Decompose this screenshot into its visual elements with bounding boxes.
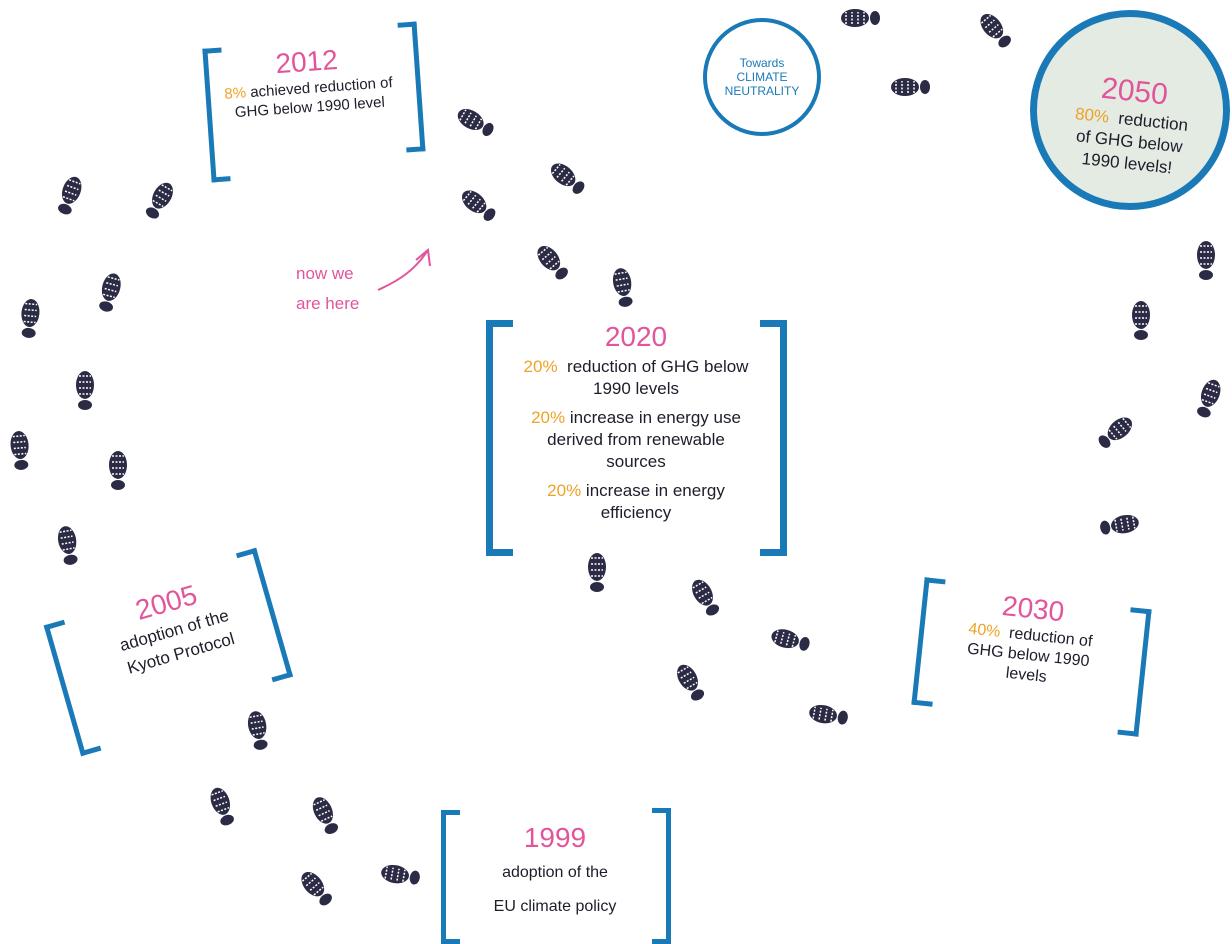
text-1999-line2: EU climate policy bbox=[493, 898, 617, 915]
neutrality-line3: NEUTRALITY bbox=[724, 84, 800, 98]
text-2020-1-line2: 1990 levels bbox=[592, 379, 679, 398]
footprint-icon bbox=[980, 13, 1011, 48]
text-2020-1-line1: reduction of GHG below bbox=[567, 357, 749, 376]
footprint-icon bbox=[809, 704, 848, 725]
footprint-icon bbox=[381, 864, 420, 885]
milestone-2020: 2020 20% reduction of GHG below 1990 lev… bbox=[486, 318, 786, 524]
footprint-icon bbox=[76, 371, 94, 410]
footprint-icon bbox=[461, 190, 496, 221]
footprint-icon bbox=[841, 9, 880, 27]
footprint-icon bbox=[537, 245, 568, 280]
footprint-icon bbox=[1132, 301, 1150, 340]
percent-2050: 80% bbox=[1074, 104, 1111, 127]
text-1999-line1: adoption of the bbox=[502, 864, 608, 881]
footprint-icon bbox=[1197, 241, 1215, 280]
footprint-icon bbox=[1100, 514, 1139, 535]
footprint-icon bbox=[612, 268, 633, 307]
now-we-are-here-label: now we are here bbox=[296, 259, 359, 319]
now-line2: are here bbox=[296, 294, 360, 313]
footprint-icon bbox=[771, 629, 810, 651]
year-1999: 1999 bbox=[523, 822, 587, 853]
footprint-icon bbox=[588, 553, 606, 592]
text-2020-3-line2: efficiency bbox=[600, 503, 672, 522]
text-2020-3-line1: increase in energy bbox=[585, 481, 725, 500]
footprint-icon bbox=[301, 871, 332, 906]
percent-2020-1: 20% bbox=[523, 357, 558, 376]
footprint-icon bbox=[1098, 417, 1133, 448]
footprint-icon bbox=[1197, 379, 1221, 418]
milestone-2050: 2050 80% reduction of GHG below 1990 lev… bbox=[1041, 66, 1221, 183]
footprint-icon bbox=[312, 797, 339, 835]
now-line1: now we bbox=[296, 264, 354, 283]
curved-arrow-icon bbox=[377, 248, 431, 291]
bracket-2020-right bbox=[760, 320, 787, 556]
text-2020-2-line1: increase in energy use bbox=[569, 408, 741, 427]
goal-2050-circle bbox=[1030, 10, 1230, 210]
footprint-icon bbox=[457, 109, 494, 137]
footprint-icon bbox=[99, 273, 121, 312]
percent-2012: 8% bbox=[223, 84, 247, 103]
milestone-2012: 2012 8% achieved reduction of GHG below … bbox=[201, 38, 416, 124]
percent-2020-2: 20% bbox=[531, 408, 566, 427]
footprint-icon bbox=[21, 299, 40, 338]
footprint-icon bbox=[891, 78, 930, 96]
text-2020-2-line3: sources bbox=[606, 452, 666, 471]
neutrality-line1: Towards bbox=[739, 56, 785, 70]
footprint-icon bbox=[677, 664, 705, 701]
text-2020-2-line2: derived from renewable bbox=[547, 430, 725, 449]
bracket-2020-left bbox=[486, 320, 513, 556]
percent-2020-3: 20% bbox=[547, 481, 582, 500]
climate-neutrality-circle: Towards CLIMATE NEUTRALITY bbox=[703, 18, 821, 136]
footprint-icon bbox=[58, 176, 82, 215]
milestone-1999: 1999 adoption of the EU climate policy bbox=[455, 820, 655, 924]
year-2020: 2020 bbox=[604, 321, 668, 352]
footprint-icon bbox=[57, 526, 78, 565]
percent-2030: 40% bbox=[967, 620, 1002, 641]
footprint-icon bbox=[109, 451, 127, 490]
footprint-icon bbox=[145, 182, 173, 219]
footprint-icon bbox=[247, 711, 268, 750]
footprint-icon bbox=[10, 431, 29, 470]
footprint-icon bbox=[550, 163, 585, 194]
footprint-icon bbox=[210, 787, 234, 826]
footprint-icon bbox=[692, 579, 720, 616]
neutrality-line2: CLIMATE bbox=[736, 70, 788, 84]
